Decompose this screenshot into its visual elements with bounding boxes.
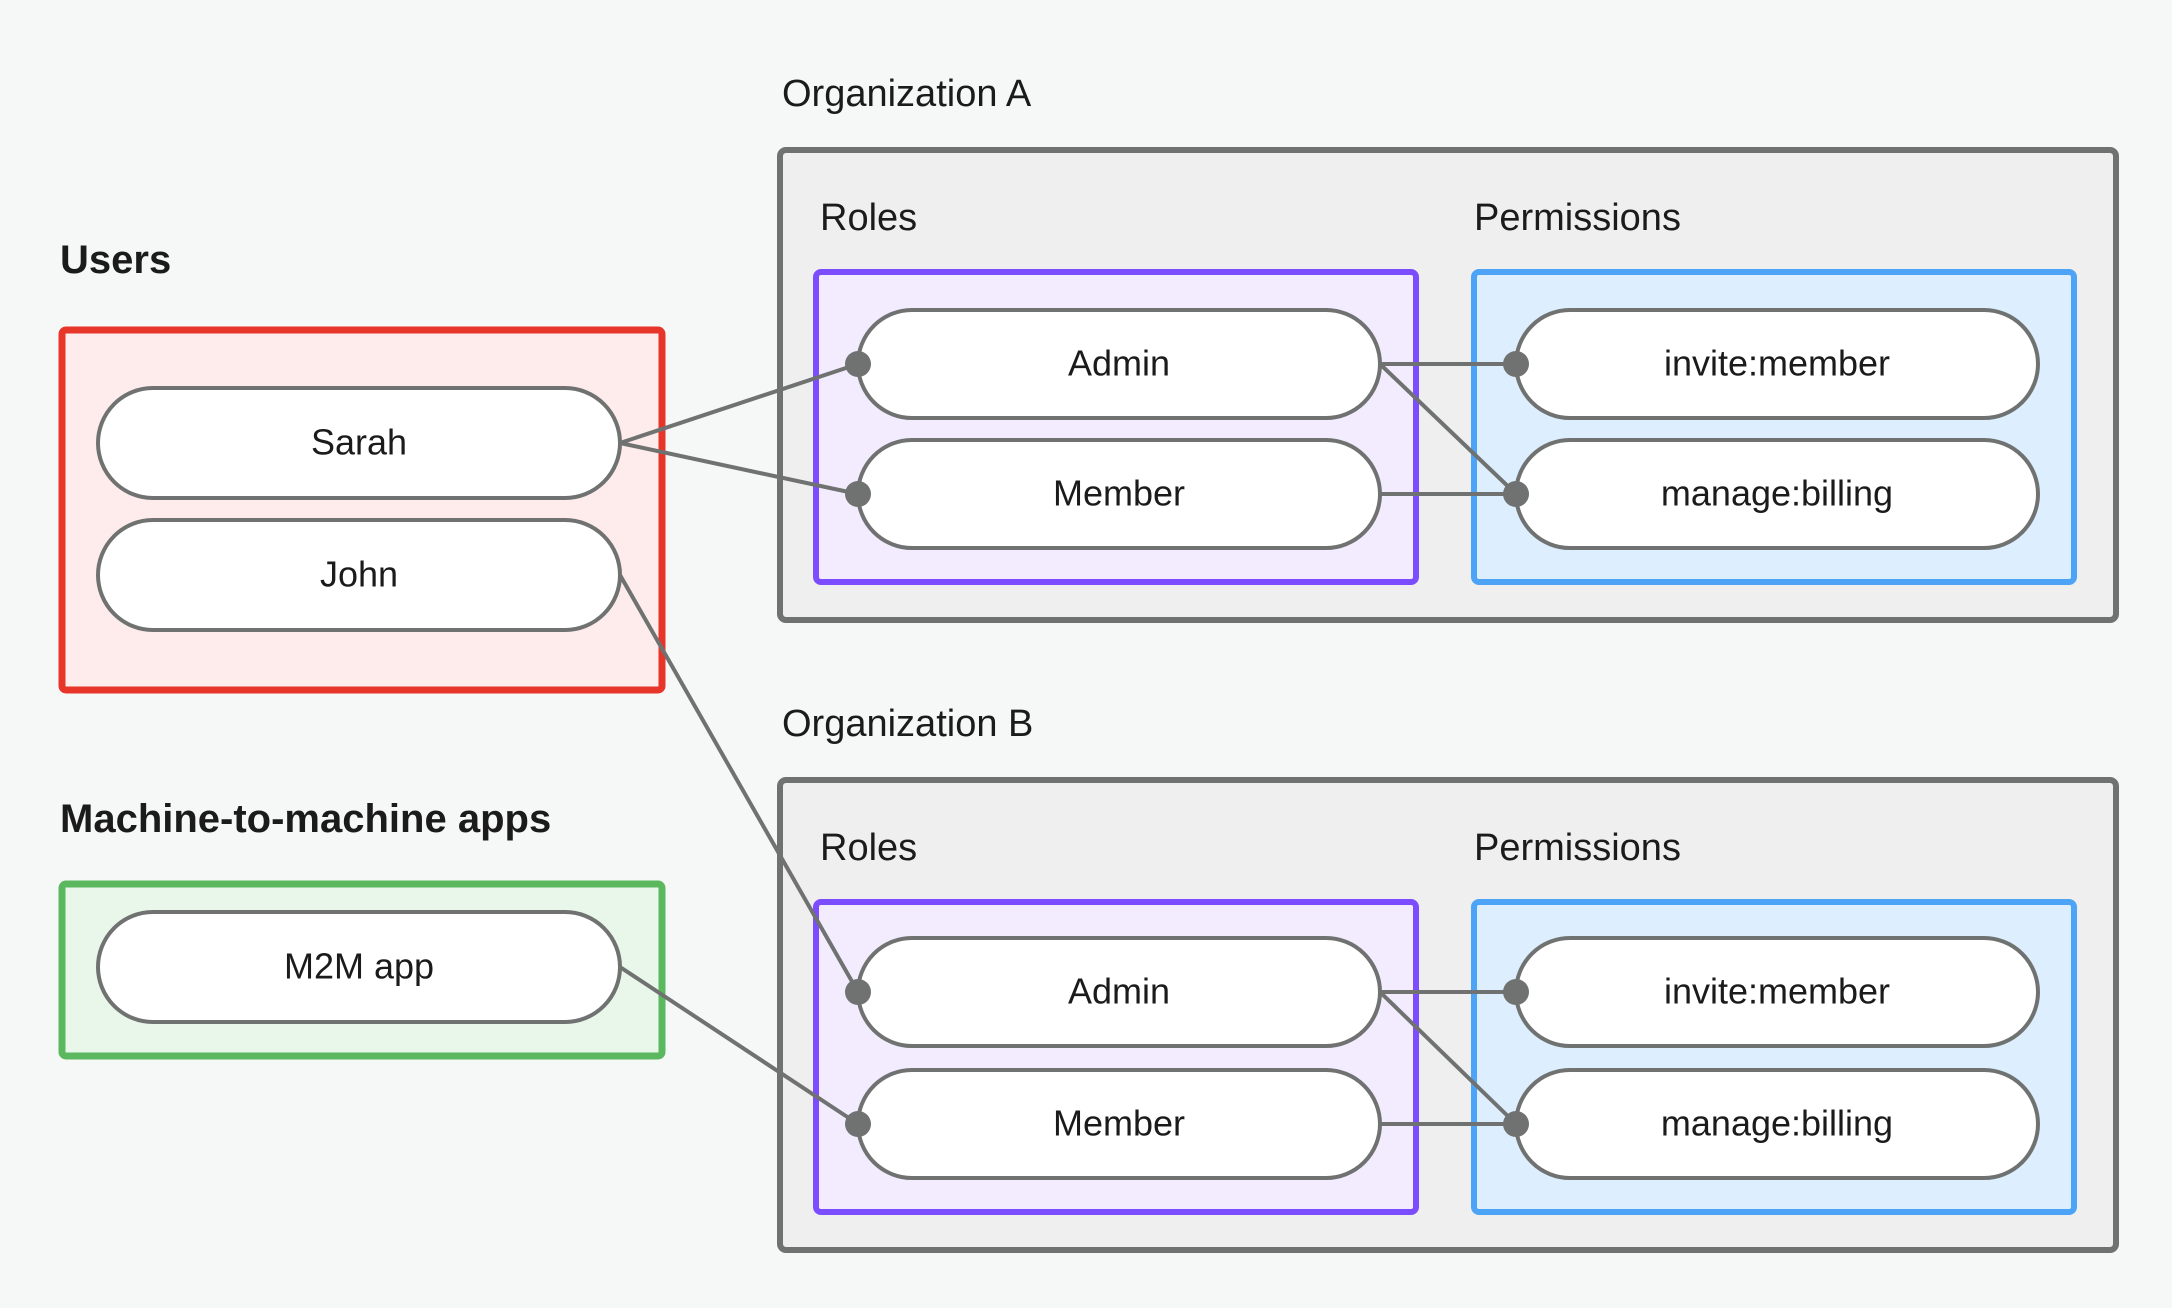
node-m2m-app[interactable]: M2M app xyxy=(96,910,622,1024)
node-org-a-role-member-label: Member xyxy=(1053,473,1185,514)
node-org-a-role-member[interactable]: Member xyxy=(856,438,1382,550)
connector-dot-org-b-manage-billing-in xyxy=(1503,1111,1529,1137)
node-org-b-role-admin[interactable]: Admin xyxy=(856,936,1382,1048)
edge-sarah-to-org-a-admin xyxy=(619,362,859,445)
edge-sarah-to-org-a-member xyxy=(619,441,859,496)
users-container xyxy=(58,326,666,694)
connector-dot-org-b-member-in xyxy=(845,1111,871,1137)
node-org-a-perm-manage-billing[interactable]: manage:billing xyxy=(1514,438,2040,550)
node-org-b-perm-manage-billing-label: manage:billing xyxy=(1661,1103,1893,1144)
node-org-a-perm-invite-member-label: invite:member xyxy=(1664,343,1890,384)
node-john-label: John xyxy=(320,554,398,595)
m2m-group-label: Machine-to-machine apps xyxy=(60,797,551,841)
connector-dot-org-a-admin-in xyxy=(845,351,871,377)
node-org-b-perm-invite-member[interactable]: invite:member xyxy=(1514,936,2040,1048)
org-b-permissions-label: Permissions xyxy=(1474,827,1681,869)
users-group-label: Users xyxy=(60,238,171,282)
node-org-b-role-admin-label: Admin xyxy=(1068,971,1170,1012)
node-john[interactable]: John xyxy=(96,518,622,632)
node-org-a-role-admin-label: Admin xyxy=(1068,343,1170,384)
node-org-b-role-member-label: Member xyxy=(1053,1103,1185,1144)
org-a-roles-label: Roles xyxy=(820,197,917,239)
edge-org-b-admin-to-manage-billing xyxy=(1378,990,1518,1126)
edge-m2m-to-org-b-member xyxy=(618,965,860,1126)
connector-dot-org-a-invite-member-in xyxy=(1503,351,1529,377)
node-sarah[interactable]: Sarah xyxy=(96,386,622,500)
org-b-roles-label: Roles xyxy=(820,827,917,869)
edge-john-to-org-b-admin xyxy=(618,574,860,993)
connection-dot-layer xyxy=(845,351,1529,1137)
org-a-permissions-label: Permissions xyxy=(1474,197,1681,239)
node-org-b-role-member[interactable]: Member xyxy=(856,1068,1382,1180)
node-org-b-perm-invite-member-label: invite:member xyxy=(1664,971,1890,1012)
org-a-label: Organization A xyxy=(782,73,1032,115)
edge-org-a-admin-to-manage-billing xyxy=(1378,362,1518,496)
node-org-a-perm-invite-member[interactable]: invite:member xyxy=(1514,308,2040,420)
node-org-a-perm-manage-billing-label: manage:billing xyxy=(1661,473,1893,514)
edge-layer xyxy=(618,362,1518,1126)
connector-dot-org-b-invite-member-in xyxy=(1503,979,1529,1005)
org-b-label: Organization B xyxy=(782,703,1033,745)
node-sarah-label: Sarah xyxy=(311,422,407,463)
node-org-a-role-admin[interactable]: Admin xyxy=(856,308,1382,420)
connector-dot-org-b-admin-in xyxy=(845,979,871,1005)
connector-dot-org-a-member-in xyxy=(845,481,871,507)
connector-dot-org-a-manage-billing-in xyxy=(1503,481,1529,507)
node-m2m-app-label: M2M app xyxy=(284,946,434,987)
node-org-b-perm-manage-billing[interactable]: manage:billing xyxy=(1514,1068,2040,1180)
